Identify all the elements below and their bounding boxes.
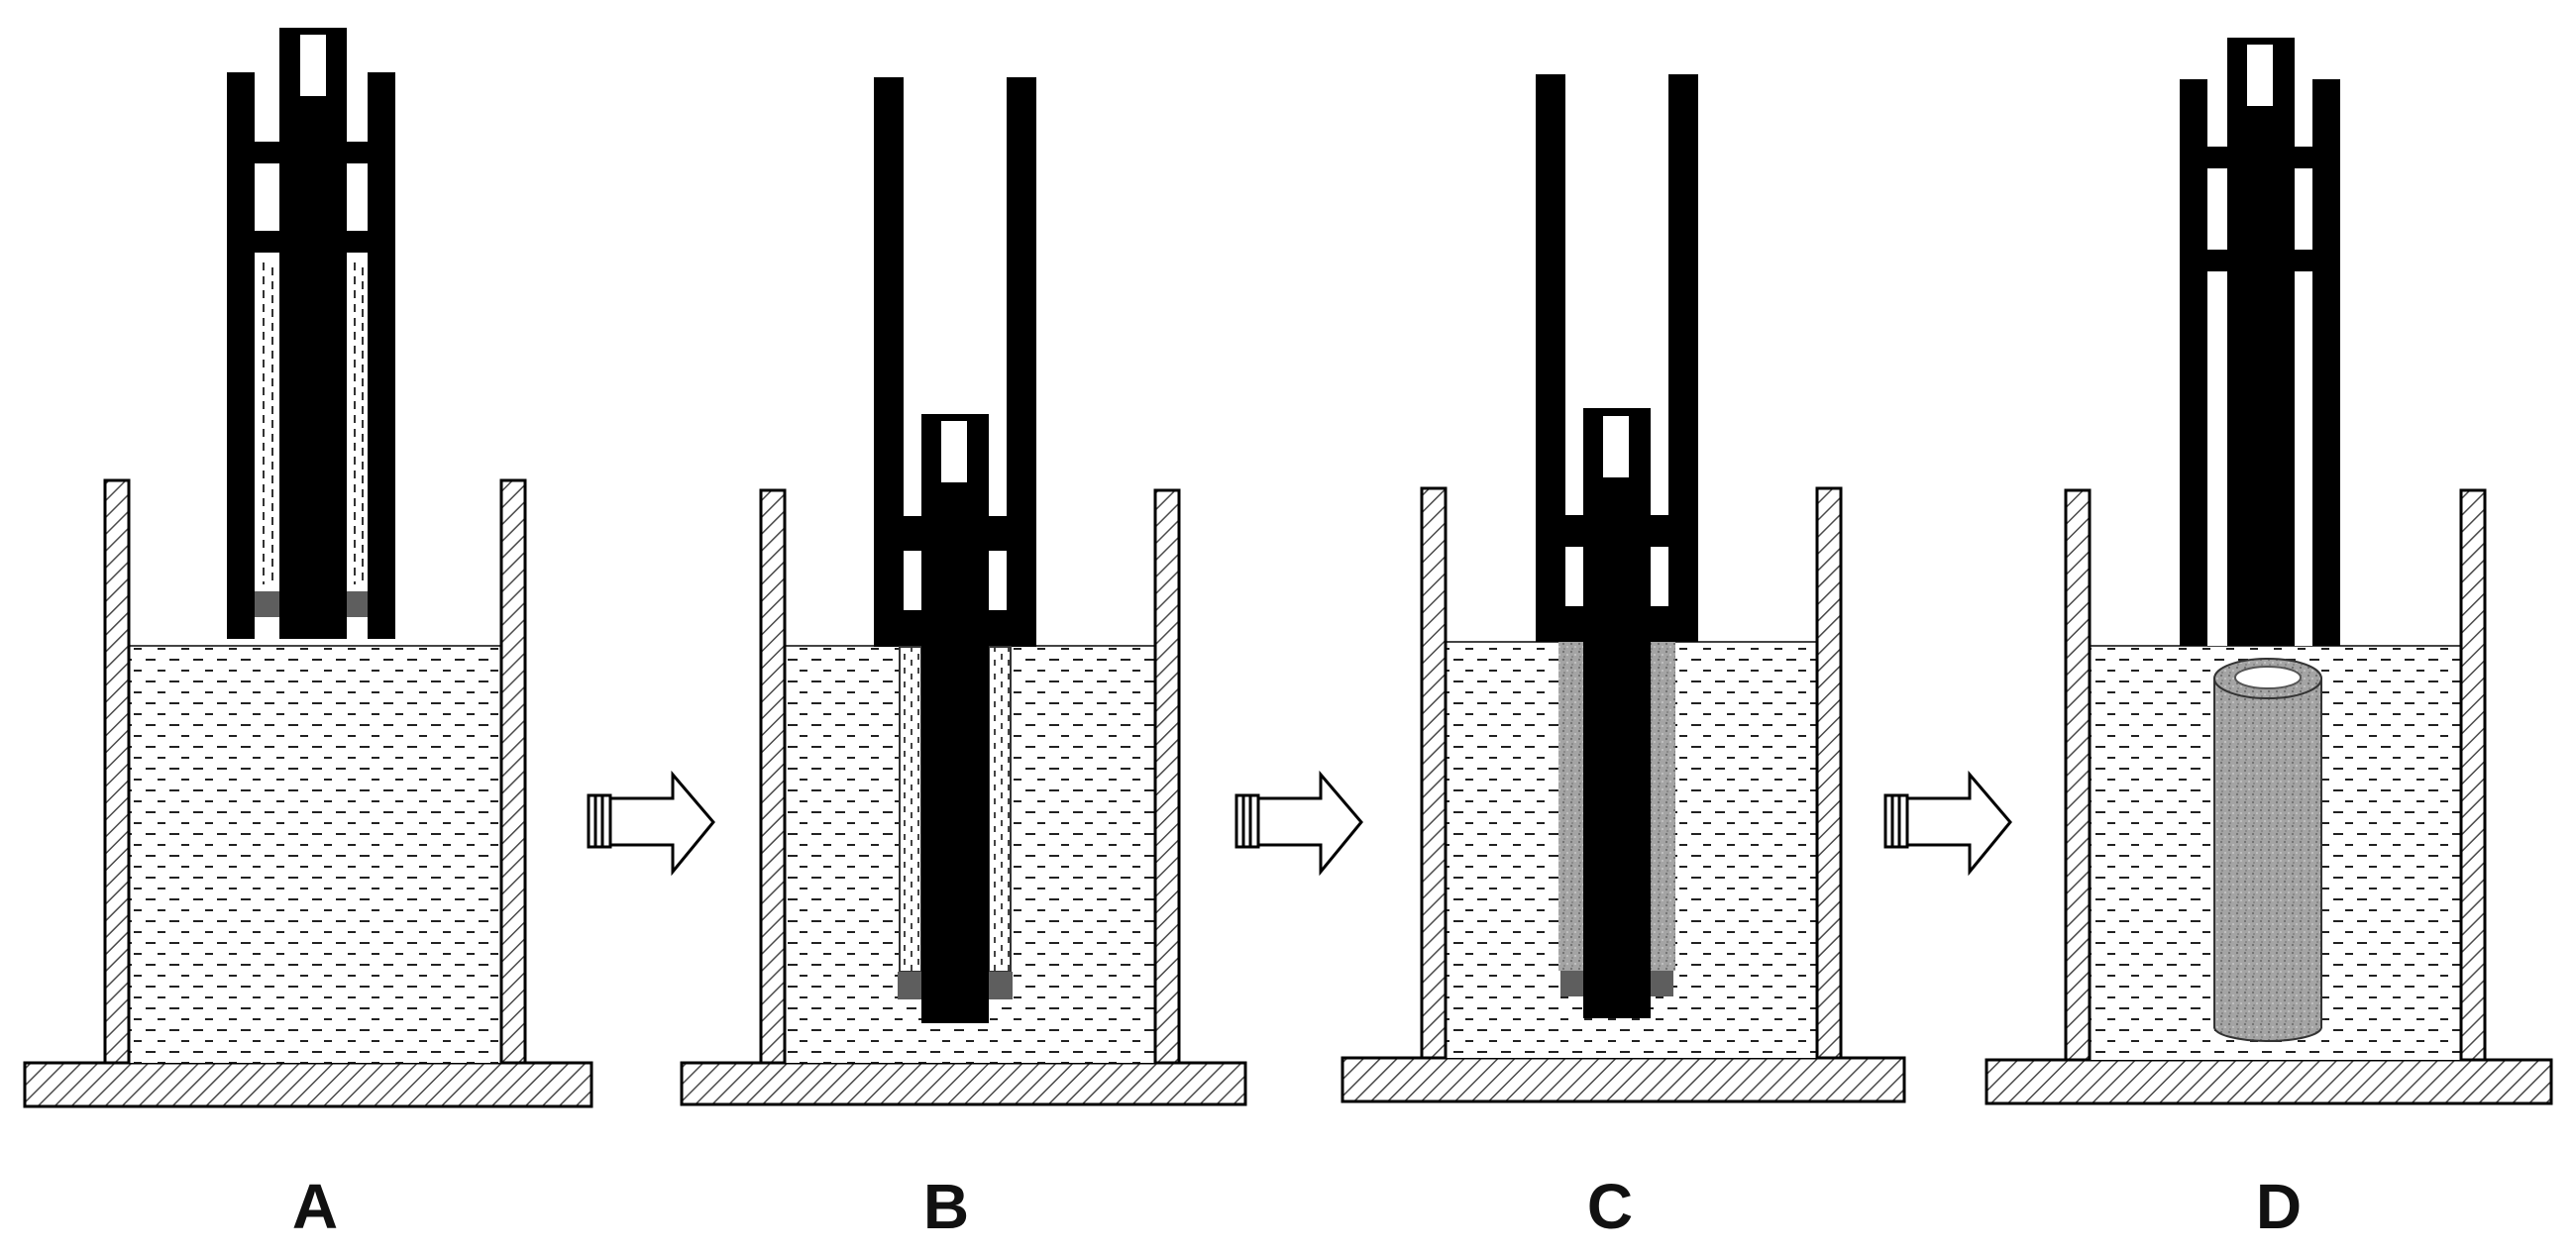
panel-label-a: A [292,1171,338,1242]
window [255,163,279,231]
seal-ring [1651,971,1673,996]
annular-gap-left [255,253,279,591]
window [2295,168,2312,250]
mandrel-rod [921,520,989,1023]
panel-a: A [23,28,593,1242]
mandrel-cap-slot [2247,45,2273,106]
upper-crossbar [227,142,395,163]
mandrel-cap-slot [300,35,326,96]
mold-assembly [1536,74,1698,1018]
mandrel-cap-slot [1603,416,1629,477]
base-plate [1341,1056,1906,1103]
panel-c: C [1341,74,1906,1242]
mold-assembly [2180,38,2340,646]
sleeve-left [899,646,922,973]
panel-label-b: B [923,1171,969,1242]
window [2207,168,2227,250]
container-wall-right [2459,488,2487,1062]
gap [2295,271,2312,646]
tube-bore [2234,666,2302,689]
container-wall-left [103,478,131,1065]
gap [2207,271,2227,646]
mandrel-rod [2227,107,2295,646]
mold-assembly [227,28,395,639]
container-wall-left [759,488,787,1065]
sleeve-right [988,646,1012,973]
mandrel-rod [279,99,347,639]
window [1651,547,1668,606]
arrow-right-icon [587,770,715,877]
tube-body [2213,678,2322,1028]
lower-crossbar [2180,250,2340,271]
seal-ring [347,591,368,617]
container-wall-left [1420,486,1448,1060]
container-wall-right [1153,488,1181,1065]
outer-sleeve-left [227,72,255,639]
annular-gap-right [347,253,368,591]
window [904,551,921,610]
container-wall-right [1815,486,1843,1060]
base-plate [680,1061,1247,1106]
base-plate [23,1061,593,1108]
window [1565,547,1583,606]
seal-ring [898,972,921,999]
tubular-product [2213,658,2322,1042]
outer-sleeve-right [2312,79,2340,646]
mandrel-cap-slot [941,421,967,482]
seal-ring [1560,971,1583,996]
seal-ring [989,972,1013,999]
panel-label-c: C [1587,1171,1633,1242]
panel-d: D [1985,38,2553,1242]
container-wall-left [2064,488,2092,1062]
mold-assembly [874,77,1036,1023]
panel-b: B [680,77,1247,1242]
outer-sleeve-right [368,72,395,639]
liquid-bath [129,646,501,1063]
arrow-right-icon [1234,770,1363,877]
seal-ring [255,591,279,617]
tube-body-fill [2215,1010,2320,1027]
outer-sleeve-left [2180,79,2207,646]
window [989,551,1007,610]
window [347,163,368,231]
arrow-right-icon [1883,770,2012,877]
container-wall-right [499,478,527,1065]
lower-crossbar [227,231,395,253]
base-plate [1985,1058,2553,1105]
panel-label-d: D [2256,1171,2302,1242]
mandrel-rod [1583,515,1651,1018]
upper-crossbar [2180,147,2340,168]
